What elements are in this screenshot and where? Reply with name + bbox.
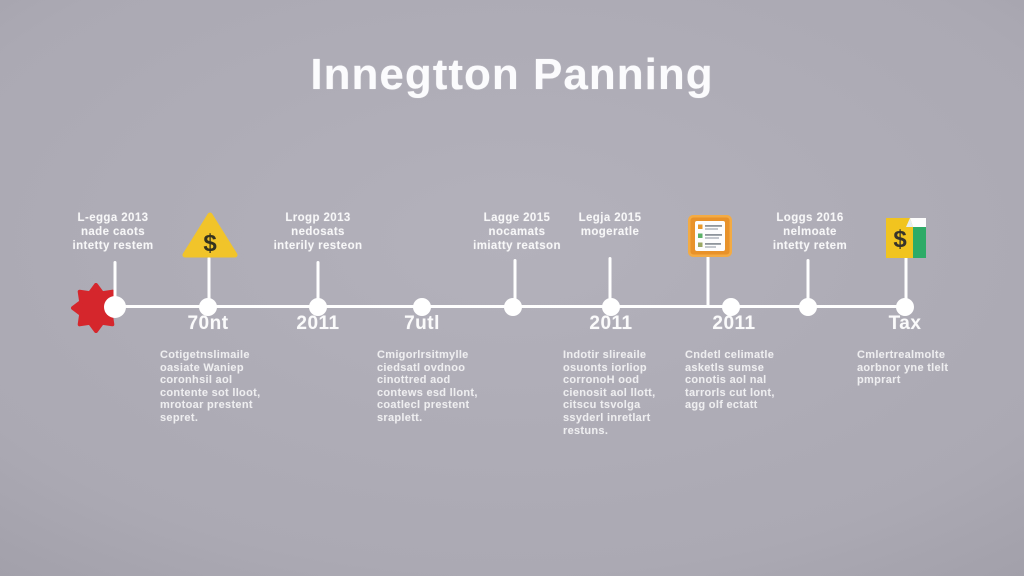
event-caption: Loggs 2016 nelmoate intetty retem <box>772 212 848 252</box>
burst-icon <box>71 283 121 333</box>
event-caption: Lagge 2015 nocamats imiatty reatson <box>473 212 561 252</box>
document-checklist-icon <box>688 215 732 257</box>
timeline-node <box>104 296 126 318</box>
timeline-node <box>309 298 327 316</box>
event-year-label: 70nt <box>187 313 229 334</box>
timeline-node <box>602 298 620 316</box>
page-title: Innegtton Panning <box>310 50 714 99</box>
connector-line <box>904 257 908 307</box>
event-description: Indotir slireaile osuonts iorliop corron… <box>563 349 656 437</box>
connector-line <box>316 261 320 307</box>
event-caption: Lrogp 2013 nedosats interily resteon <box>273 212 363 252</box>
event-caption: Legja 2015 mogeratle <box>578 212 642 238</box>
connector-line <box>608 257 612 307</box>
dollar-triangle-icon: $ <box>182 212 238 258</box>
spreadsheet-file-icon: $ <box>886 218 926 258</box>
event-description: Cotigetnslimaile oasiate Waniep coronhsi… <box>160 349 261 424</box>
event-description: Cndetl celimatle asketls sumse conotis a… <box>685 349 775 412</box>
event-description: Cmlertrealmolte aorbnor yne tlelt pmprar… <box>857 349 949 387</box>
event-year-label: 2011 <box>712 313 756 334</box>
event-description: Cmigorlrsitmylle ciedsatl ovdnoo cinottr… <box>377 349 478 424</box>
connector-line <box>113 261 117 307</box>
connector-line <box>706 256 710 307</box>
timeline-node <box>199 298 217 316</box>
svg-text:$: $ <box>203 230 217 257</box>
event-year-label: 2011 <box>296 313 340 334</box>
timeline-node <box>799 298 817 316</box>
event-caption: L-egga 2013 nade caots intetty restem <box>72 212 154 252</box>
timeline-node <box>896 298 914 316</box>
event-year-label: 2011 <box>589 313 633 334</box>
timeline-node <box>722 298 740 316</box>
connector-line <box>806 259 810 307</box>
timeline-node <box>504 298 522 316</box>
event-year-label: 7utl <box>404 313 440 334</box>
timeline-node <box>413 298 431 316</box>
event-year-label: Tax <box>888 313 922 334</box>
connector-line <box>513 259 517 307</box>
connector-line <box>207 257 211 307</box>
svg-text:$: $ <box>893 226 907 253</box>
